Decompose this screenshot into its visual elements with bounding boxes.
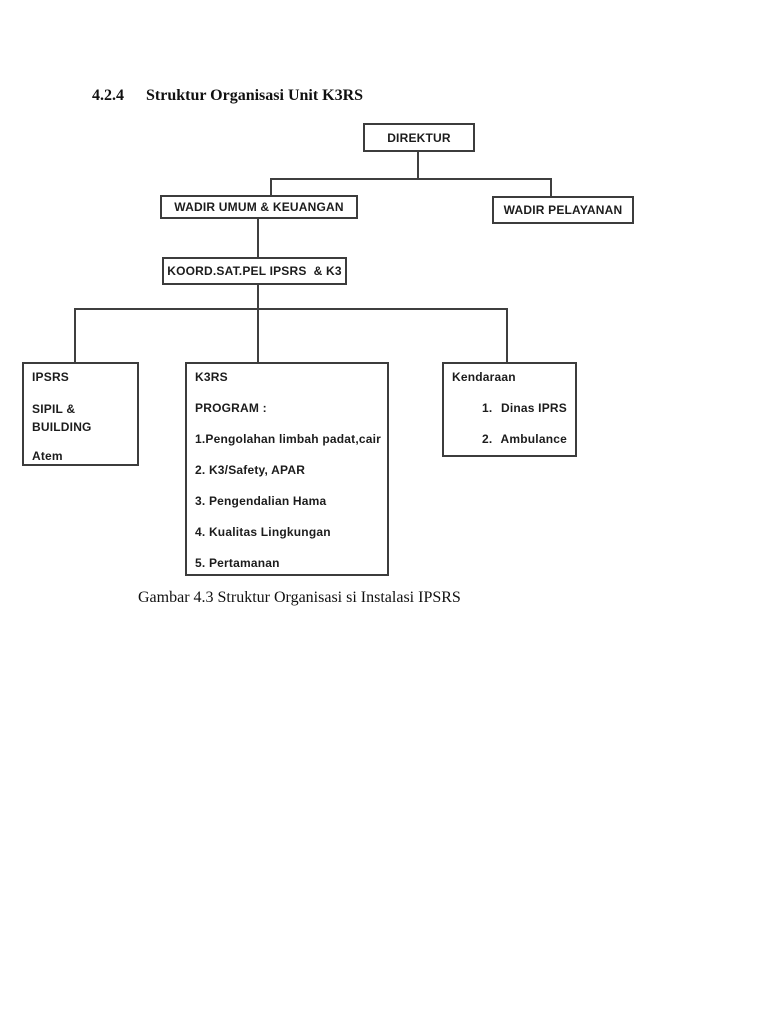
figure-caption: Gambar 4.3 Struktur Organisasi si Instal…	[138, 589, 461, 606]
connector-to-wadir-pelayanan	[550, 178, 552, 197]
connector-to-wadir-umum	[270, 178, 272, 196]
k3rs-program-item: 3. Pengendalian Hama	[195, 494, 327, 508]
ipsrs-line-sipil: SIPIL &	[32, 402, 76, 416]
node-direktur-label: DIREKTUR	[387, 130, 451, 145]
node-wadir-pelayanan-label: WADIR PELAYANAN	[503, 203, 623, 217]
k3rs-program-item: 4. Kualitas Lingkungan	[195, 525, 331, 539]
kendaraan-item-label: Ambulance	[500, 432, 567, 446]
section-number: 4.2.4	[92, 87, 124, 104]
node-koord-sat-pel: KOORD.SAT.PEL IPSRS & K3	[162, 257, 347, 285]
k3rs-program-item: 2. K3/Safety, APAR	[195, 463, 306, 477]
k3rs-program-item: 1.Pengolahan limbah padat,cair	[195, 432, 382, 446]
node-wadir-umum-label: WADIR UMUM & KEUANGAN	[174, 200, 344, 214]
connector-wadirumum-koord	[257, 218, 259, 257]
node-wadir-umum-keuangan: WADIR UMUM & KEUANGAN	[160, 195, 358, 219]
ipsrs-line-building: BUILDING	[32, 420, 92, 434]
kendaraan-item: 2. Ambulance	[452, 432, 567, 447]
node-wadir-pelayanan: WADIR PELAYANAN	[492, 196, 634, 224]
kendaraan-item-number: 2.	[482, 432, 493, 446]
kendaraan-item-number: 1.	[482, 401, 493, 415]
connector-direktur-down	[417, 151, 419, 178]
k3rs-program-item: 5. Pertamanan	[195, 556, 280, 570]
node-ipsrs: IPSRS SIPIL & BUILDING Atem	[22, 362, 139, 466]
k3rs-title: K3RS	[195, 370, 228, 384]
ipsrs-line-atem: Atem	[32, 449, 63, 463]
node-koord-label: KOORD.SAT.PEL IPSRS & K3	[167, 264, 342, 278]
connector-level2-horizontal	[270, 178, 552, 180]
node-k3rs: K3RS PROGRAM : 1.Pengolahan limbah padat…	[185, 362, 389, 576]
connector-koord-down	[257, 284, 259, 308]
section-title: Struktur Organisasi Unit K3RS	[146, 87, 364, 104]
connector-to-kendaraan	[506, 308, 508, 363]
ipsrs-title: IPSRS	[32, 370, 70, 384]
kendaraan-title: Kendaraan	[452, 370, 516, 384]
node-kendaraan: Kendaraan 1. Dinas IPRS 2. Ambulance	[442, 362, 577, 457]
k3rs-subtitle: PROGRAM :	[195, 401, 267, 415]
kendaraan-item: 1. Dinas IPRS	[452, 401, 567, 416]
connector-to-ipsrs	[74, 308, 76, 363]
kendaraan-item-label: Dinas IPRS	[500, 401, 567, 415]
node-direktur: DIREKTUR	[363, 123, 475, 152]
connector-level4-horizontal	[74, 308, 508, 310]
section-heading: 4.2.4 Struktur Organisasi Unit K3RS	[92, 87, 363, 105]
connector-to-k3rs	[257, 308, 259, 363]
